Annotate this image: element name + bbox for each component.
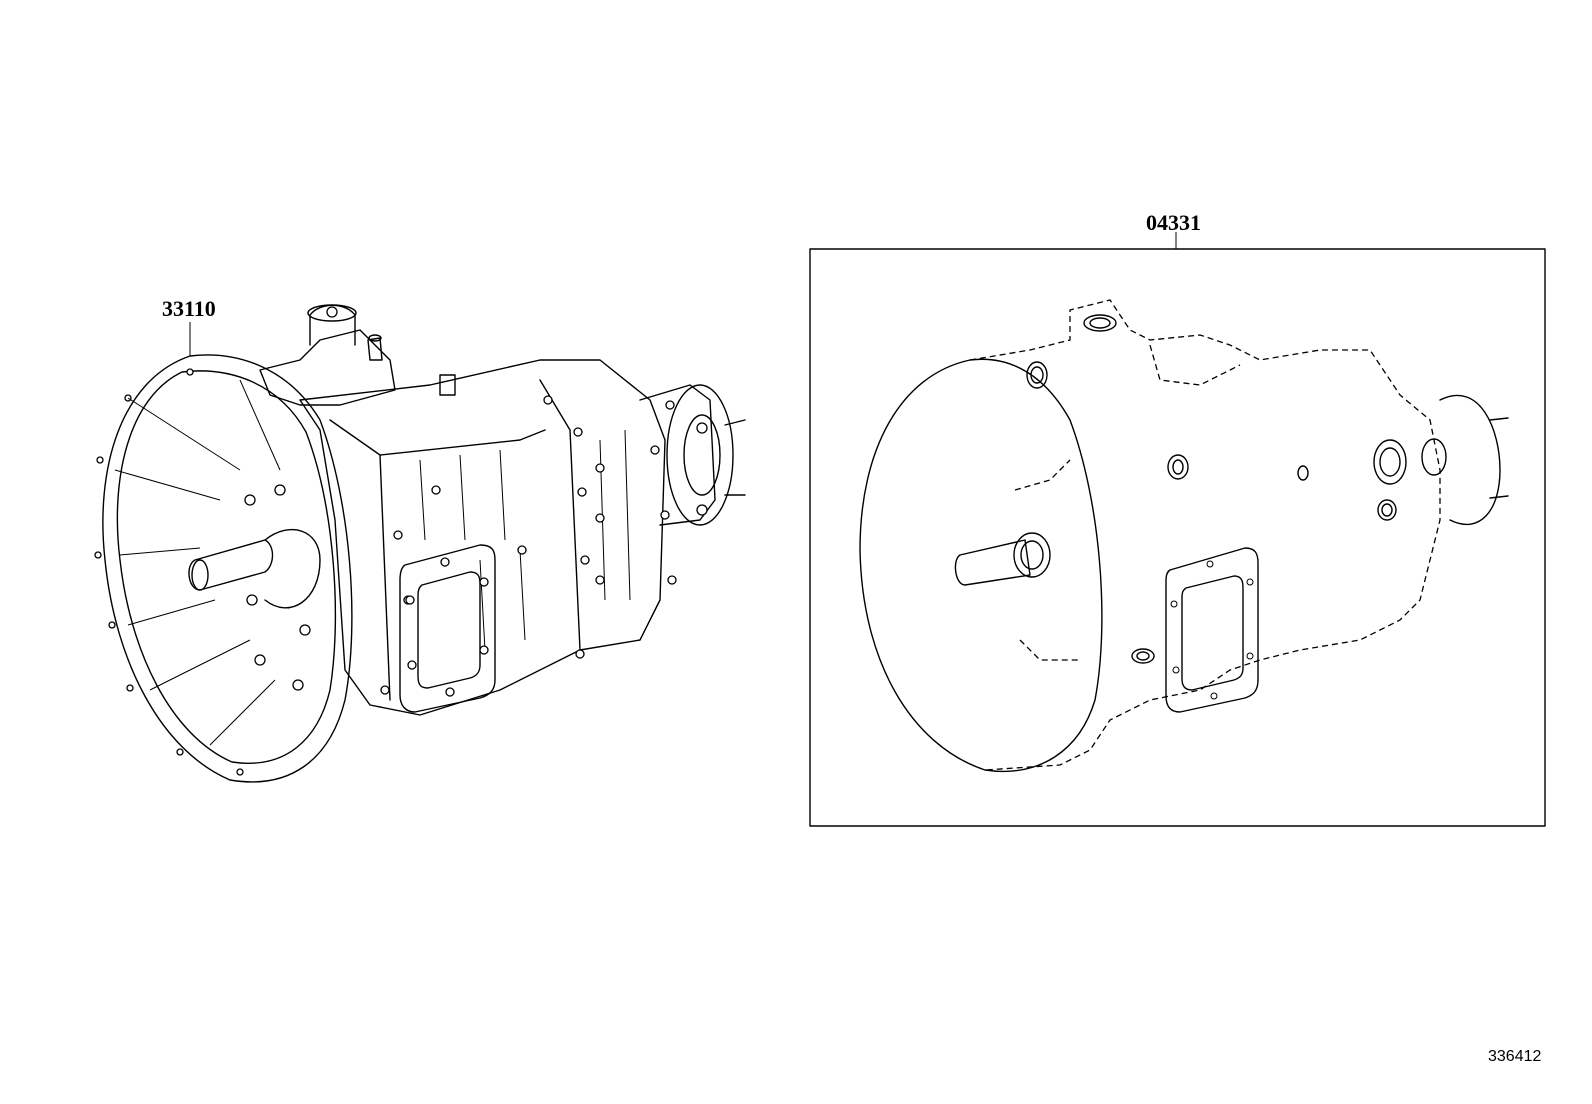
seal-input-shaft [1013, 532, 1051, 578]
pto-cover-inner [417, 571, 481, 689]
pto-gasket-outer [1165, 547, 1259, 713]
output-flange [666, 384, 734, 526]
breather-plug [367, 337, 383, 361]
seal-bottom [1131, 648, 1155, 664]
seal-top [1083, 314, 1117, 332]
case-flange-front [329, 419, 391, 701]
output-flange-studs [665, 400, 746, 516]
seal-small [1167, 454, 1189, 480]
pto-gasket-inner [1181, 575, 1244, 691]
bearing-retainer [264, 529, 321, 609]
bell-housing-bolts [94, 368, 244, 776]
part-number-33110-label: 33110 [162, 296, 216, 321]
kit-input-shaft [954, 539, 1031, 586]
case-ribs [419, 429, 631, 651]
case-bolts [380, 395, 677, 695]
kit-seals [1013, 314, 1447, 664]
o-ring-tiny [1297, 465, 1309, 481]
pto-gasket-holes [1170, 560, 1254, 700]
bell-housing-inner [116, 370, 337, 764]
bell-housing-outer [102, 354, 353, 783]
kit-rear-stud-top [1489, 417, 1509, 421]
kit-top-dash [1149, 344, 1241, 386]
input-shaft [188, 539, 274, 591]
o-ring-rear [1421, 438, 1447, 476]
kit-case-inner-dash [1014, 459, 1080, 661]
case-flange-mid [539, 379, 581, 651]
breather-cap [368, 334, 382, 342]
seal-upper-left [1026, 361, 1048, 389]
rear-extension [639, 384, 716, 526]
transmission-assembly-drawing [94, 304, 746, 783]
transmission-case [299, 359, 666, 716]
kit-rear-flange [1439, 394, 1501, 526]
shift-lever-bolt [326, 306, 338, 318]
seal-rear-small [1377, 499, 1397, 521]
bell-housing-ribs [114, 379, 281, 746]
retainer-bolts [244, 484, 311, 691]
shift-tower-base [259, 329, 396, 406]
output-flange-hub [683, 414, 721, 496]
pto-cover-outer [399, 544, 496, 713]
kit-bell-housing [859, 358, 1103, 772]
pto-cover-bolts [405, 557, 489, 697]
input-shaft-end [191, 559, 209, 591]
seal-rear [1373, 439, 1407, 485]
case-top-edge [379, 429, 546, 456]
kit-rear-stud-bottom [1489, 495, 1509, 499]
gasket-kit-drawing [809, 232, 1546, 827]
top-port [439, 374, 456, 396]
kit-case-outline [969, 299, 1441, 771]
part-number-04331-label: 04331 [1146, 210, 1201, 235]
diagram-reference-number: 336412 [1488, 1048, 1542, 1065]
kit-frame [809, 248, 1546, 827]
shift-lever-cap [307, 304, 357, 322]
